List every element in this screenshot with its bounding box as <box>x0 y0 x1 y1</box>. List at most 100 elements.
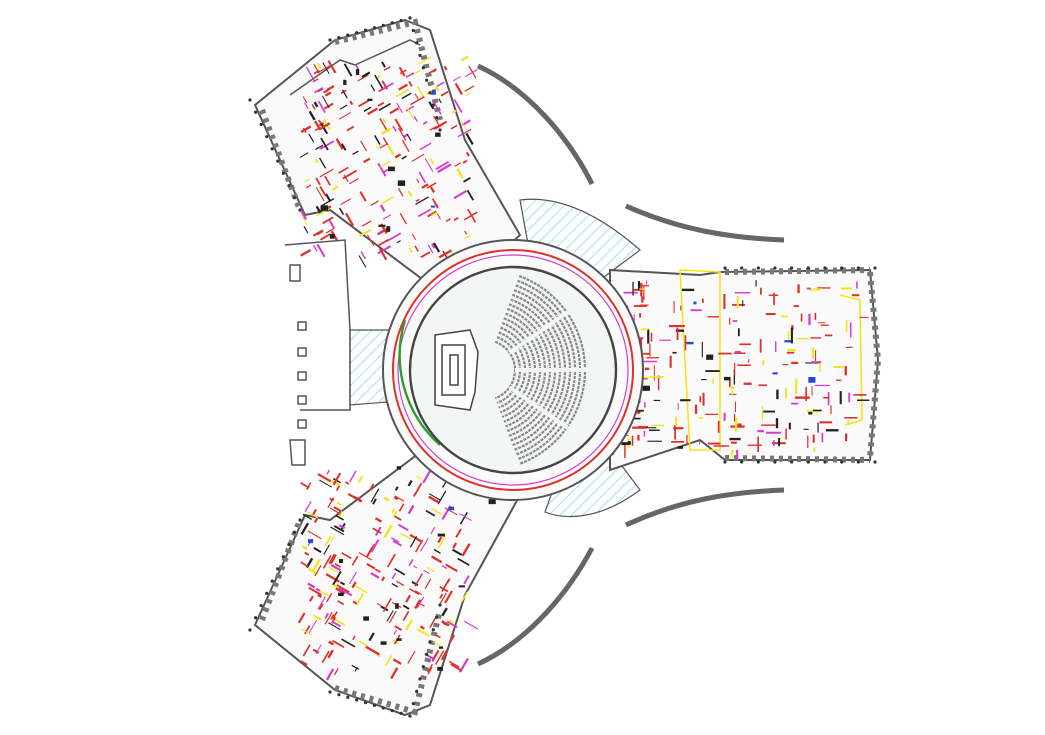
cad-mark <box>431 212 437 217</box>
cad-mark <box>304 625 311 635</box>
cad-mark <box>313 517 319 524</box>
cad-mark <box>328 553 336 565</box>
cad-mark <box>413 482 423 497</box>
cad-mark <box>436 81 445 88</box>
cad-mark <box>453 190 468 200</box>
cad-block <box>808 411 813 415</box>
cad-mark <box>340 198 352 205</box>
cad-mark <box>423 569 430 574</box>
cad-mark <box>463 177 471 183</box>
cad-block <box>320 205 329 211</box>
grid-tick <box>856 460 860 464</box>
cad-mark <box>357 74 369 82</box>
cad-mark <box>313 69 320 75</box>
cad-mark <box>354 667 358 672</box>
cad-block <box>338 592 344 596</box>
cad-mark <box>467 208 477 223</box>
grid-tick <box>418 677 422 681</box>
arc-north <box>476 63 595 186</box>
cad-mark <box>326 84 335 91</box>
cad-mark <box>396 240 401 244</box>
cad-mark <box>365 547 374 558</box>
cad-mark <box>333 506 342 512</box>
cad-mark <box>312 244 318 252</box>
grid-tick <box>418 53 422 57</box>
cad-mark <box>325 573 340 583</box>
cad-mark <box>450 124 458 130</box>
cad-mark <box>431 508 442 515</box>
cad-mark <box>411 581 419 587</box>
cad-mark <box>338 524 346 530</box>
cad-mark <box>414 245 419 252</box>
cad-mark <box>300 628 313 636</box>
grid-tick <box>790 460 794 464</box>
cad-mark <box>384 655 393 667</box>
cad-mark <box>429 186 436 194</box>
grid-tick <box>740 266 744 270</box>
grid-tick <box>428 640 432 644</box>
cad-mark <box>322 216 334 225</box>
cad-mark <box>395 88 409 98</box>
cad-mark <box>391 582 399 588</box>
cad-mark <box>463 575 470 585</box>
cad-mark <box>335 514 345 521</box>
cad-mark <box>416 178 420 184</box>
cad-mark <box>358 255 367 268</box>
corridor-ring-red <box>392 249 634 491</box>
cad-mark <box>355 65 360 71</box>
cad-mark <box>460 591 469 603</box>
cad-mark <box>383 524 393 539</box>
cad-block <box>397 180 406 186</box>
cad-mark <box>416 475 422 480</box>
cad-mark <box>377 238 389 247</box>
grid-tick <box>381 706 385 710</box>
grid-tick <box>411 702 415 706</box>
cad-mark <box>341 638 356 648</box>
cad-mark <box>452 542 458 549</box>
cad-mark <box>432 242 441 253</box>
cad-mark <box>315 177 321 186</box>
cad-mark <box>408 247 413 253</box>
cad-mark <box>333 525 345 533</box>
cad-mark <box>328 218 336 230</box>
cad-mark <box>402 604 410 610</box>
grid-tick <box>415 689 419 693</box>
cad-block <box>380 641 387 645</box>
cad-mark <box>357 475 364 484</box>
cad-mark <box>323 544 330 555</box>
cad-mark <box>465 69 478 78</box>
cad-mark <box>427 666 433 675</box>
cad-mark <box>417 208 432 218</box>
cad-mark <box>426 566 436 573</box>
cad-mark <box>433 115 441 127</box>
cad-mark <box>374 517 383 523</box>
grid-tick <box>421 665 425 669</box>
cad-mark <box>407 480 413 487</box>
cad-mark <box>424 578 432 589</box>
cad-block <box>329 234 335 239</box>
cad-mark <box>379 118 389 133</box>
cad-block <box>343 79 347 85</box>
cad-mark <box>319 590 330 597</box>
grid-tick <box>355 698 359 702</box>
cad-mark <box>361 220 372 227</box>
cad-mark <box>319 232 332 241</box>
cad-mark <box>328 622 341 631</box>
cad-mark <box>339 104 348 110</box>
cad-mark <box>309 595 314 602</box>
cad-mark <box>379 160 391 168</box>
cad-mark <box>427 244 434 254</box>
grid-tick <box>292 196 297 200</box>
west-annex <box>284 239 351 466</box>
cad-mark <box>419 142 432 151</box>
grid-tick <box>337 35 341 40</box>
cad-mark <box>317 593 322 598</box>
cad-mark <box>324 611 333 625</box>
cad-mark <box>376 143 384 149</box>
grid-tick <box>840 460 844 464</box>
grid-tick <box>390 709 394 713</box>
cad-mark <box>445 218 451 222</box>
cad-mark <box>300 482 310 489</box>
cad-block <box>388 166 395 172</box>
cad-mark <box>323 102 334 110</box>
